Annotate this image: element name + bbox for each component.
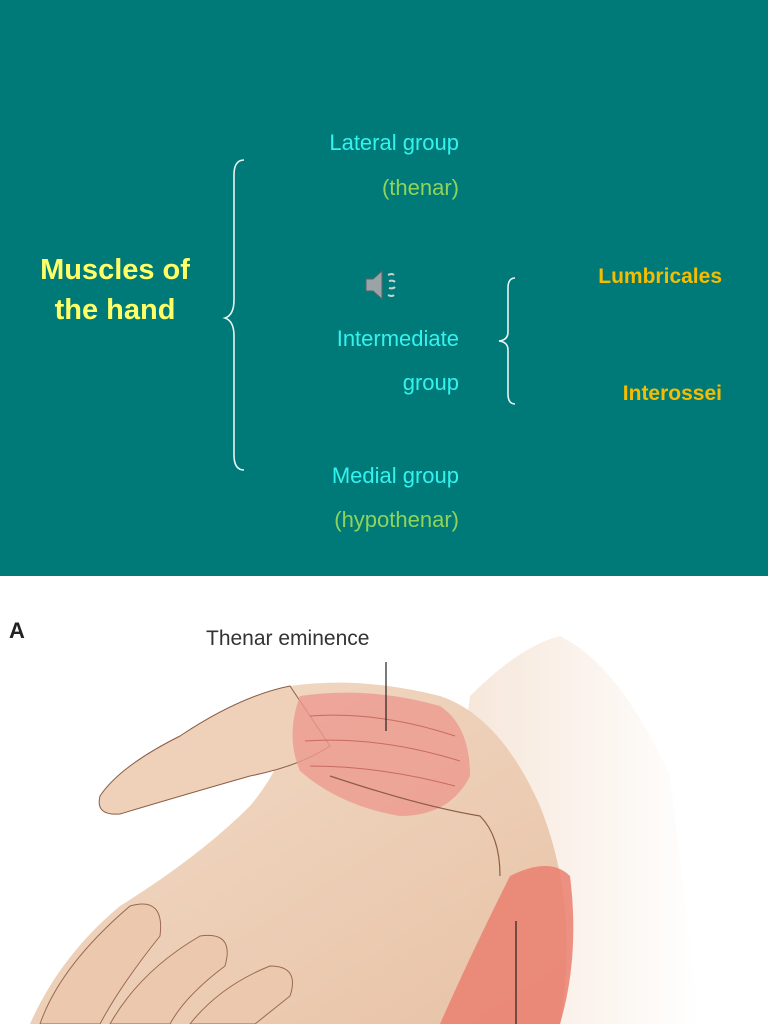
speaker-icon[interactable] [362, 267, 406, 303]
medial-group-label: Medial group [331, 463, 459, 488]
thenar-eminence-label: Thenar eminence [206, 627, 370, 650]
intermediate-group-label: Intermediate group [336, 326, 459, 395]
interossei-label: Interossei [622, 382, 722, 405]
lumbricales-label: Lumbricales [598, 265, 722, 288]
main-brace [222, 159, 245, 471]
hand-illustration: A Thenar eminence [0, 576, 768, 1024]
sub-brace [498, 277, 516, 405]
slide-title: Muscles of the hand [40, 254, 190, 326]
medial-group-detail: (hypothenar) [334, 507, 459, 532]
panel-label: A [9, 618, 25, 643]
hand-drawing [30, 636, 700, 1024]
lateral-group-detail: (thenar) [381, 175, 459, 200]
slide-panel: Muscles of the hand Lateral group (thena… [0, 0, 768, 576]
lateral-group-label: Lateral group [329, 130, 459, 155]
